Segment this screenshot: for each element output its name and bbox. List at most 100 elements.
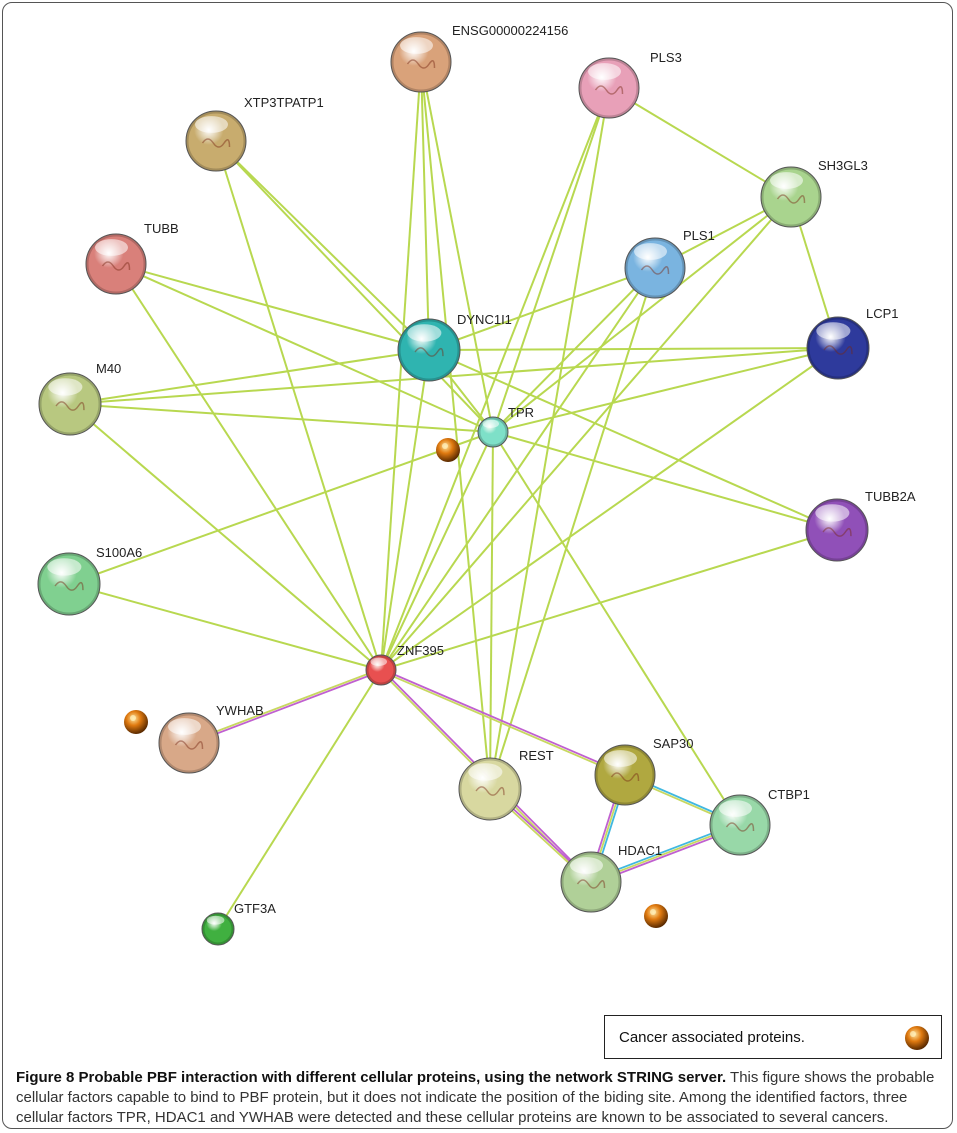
protein-structure-icon [406,59,436,69]
edge-tubb-dync1i1 [115,263,430,351]
edge-tpr-ctbp1 [492,431,741,826]
edges-layer [68,61,839,930]
edge-s100a6-znf395 [68,583,382,671]
node-pls3[interactable]: PLS3 [578,50,682,119]
edge-pls3-sh3gl3 [608,87,792,198]
edge-ensg00000224156-rest [420,61,491,790]
edge-sh3gl3-znf395 [380,196,792,671]
caption-title: Figure 8 Probable PBF interaction with d… [16,1069,727,1086]
edge-dync1i1-m40 [69,349,430,405]
edge-lcp1-znf395 [380,347,839,671]
cancer-marker-icon [905,1026,929,1050]
node-sap30[interactable]: SAP30 [594,736,693,806]
edge-evidence-line [380,670,625,777]
node-label: GTF3A [234,901,276,916]
node-rim [397,318,461,382]
node-tpr[interactable]: TPR [477,405,534,448]
node-tubb[interactable]: TUBB [85,221,179,295]
node-dync1i1[interactable]: DYNC1I1 [397,312,512,382]
edge-pls1-rest [489,267,656,790]
protein-structure-icon [594,85,624,95]
protein-structure-icon [725,822,755,832]
edge-ensg00000224156-dync1i1 [420,61,430,351]
protein-structure-icon [54,581,84,591]
edge-ensg00000224156-tpr [420,61,494,433]
node-rim [201,912,235,946]
node-lcp1[interactable]: LCP1 [806,306,899,380]
node-gloss [770,172,803,189]
node-pls1[interactable]: PLS1 [624,228,715,299]
node-gloss [95,239,128,256]
legend-box: Cancer associated proteins. [604,1015,942,1059]
node-label: PLS3 [650,50,682,65]
node-rim [624,237,686,299]
node-gloss [588,63,621,80]
edge-sh3gl3-tpr [492,196,792,433]
node-label: ZNF395 [397,643,444,658]
node-label: M40 [96,361,121,376]
node-rim [560,851,622,913]
node-gloss [719,800,752,817]
node-rim [365,654,397,686]
node-rim [477,416,509,448]
edge-tpr-s100a6 [68,431,494,585]
edge-tpr-rest [489,431,494,790]
node-m40[interactable]: M40 [38,361,121,436]
edge-pls3-rest [489,87,610,790]
node-label: PLS1 [683,228,715,243]
node-label: TUBB2A [865,489,916,504]
node-gloss [570,857,603,874]
node-label: TUBB [144,221,179,236]
edge-ensg00000224156-znf395 [380,61,422,671]
node-gloss [468,763,503,781]
node-rim [806,316,870,380]
edge-evidence-line [381,668,626,775]
protein-structure-icon [174,740,204,750]
edge-evidence-line [189,670,382,745]
node-gtf3a[interactable]: GTF3A [201,901,276,946]
node-ensg00000224156[interactable]: ENSG00000224156 [390,23,568,93]
node-xtp3tpatp1[interactable]: XTP3TPATP1 [185,95,324,172]
node-rim [158,712,220,774]
node-label: HDAC1 [618,843,662,858]
node-s100a6[interactable]: S100A6 [37,545,142,616]
edge-m40-tpr [69,403,494,433]
multi-edge-znf395-sap30 [380,668,626,777]
node-tubb2a[interactable]: TUBB2A [805,489,916,562]
cancer-markers-layer [124,438,668,928]
node-ywhab[interactable]: YWHAB [158,703,264,774]
node-ctbp1[interactable]: CTBP1 [709,787,810,856]
edge-xtp3tpatp1-znf395 [215,140,382,671]
node-gloss [206,915,225,925]
protein-structure-icon [414,347,444,357]
edge-tubb-tpr [115,263,494,433]
node-gloss [815,504,850,522]
node-rim [709,794,771,856]
edge-xtp3tpatp1-tpr [215,140,494,433]
edge-lcp1-tpr [492,347,839,433]
node-hdac1[interactable]: HDAC1 [560,843,662,913]
node-rim [594,744,656,806]
node-sh3gl3[interactable]: SH3GL3 [760,158,868,228]
node-gloss [634,243,667,260]
node-rim [390,31,452,93]
node-gloss [168,718,201,735]
legend-label: Cancer associated proteins. [619,1029,805,1046]
node-rim [458,757,522,821]
node-label: DYNC1I1 [457,312,512,327]
edge-tpr-tubb2a [492,431,838,531]
node-rim [85,233,147,295]
node-gloss [370,657,387,666]
node-label: ENSG00000224156 [452,23,568,38]
node-gloss [400,37,433,54]
node-rim [37,552,101,616]
node-gloss [482,419,499,428]
edge-xtp3tpatp1-dync1i1 [215,140,430,351]
node-gloss [604,750,637,767]
node-znf395[interactable]: ZNF395 [365,643,444,686]
protein-structure-icon [640,265,670,275]
node-rest[interactable]: REST [458,748,554,821]
cancer-marker-icon [436,438,460,462]
node-label: XTP3TPATP1 [244,95,324,110]
edge-lcp1-m40 [69,347,839,405]
